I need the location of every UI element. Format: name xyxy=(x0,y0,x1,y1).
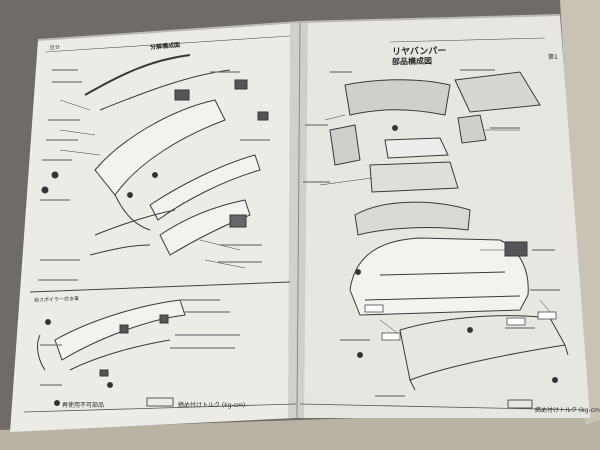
leader-line xyxy=(59,99,91,111)
right-footer-legend: 締め付けトルク (kg-cm) xyxy=(535,407,600,414)
rear-panel xyxy=(344,79,451,116)
bolt xyxy=(467,327,473,333)
right-footer-rule xyxy=(299,403,586,411)
spoiler-label-dashes xyxy=(40,299,240,386)
bolt xyxy=(552,377,558,383)
clip-part xyxy=(174,89,190,101)
bolt xyxy=(127,192,133,198)
clip-part xyxy=(257,111,269,121)
left-page-header: 区分 xyxy=(49,44,61,52)
leader-line xyxy=(204,259,246,269)
right-page-top-edge xyxy=(299,14,561,23)
left-footer-rule xyxy=(23,403,297,413)
left-page-top-edge xyxy=(37,21,301,41)
energy-absorber xyxy=(159,199,251,256)
right-page-subtitle: 部品構成図 xyxy=(391,56,433,67)
bolt xyxy=(355,269,361,275)
page-block-right xyxy=(560,0,600,425)
right-diagram xyxy=(319,71,569,391)
part-number-tags xyxy=(364,304,557,341)
bumper-reinforcement xyxy=(149,154,261,221)
lower-line xyxy=(89,244,151,256)
torque-box-legend xyxy=(507,399,533,409)
right-label-dashes xyxy=(303,69,560,397)
energy-absorber xyxy=(369,161,459,193)
bolt xyxy=(152,172,158,178)
right-page-number: 第1 xyxy=(548,54,558,61)
lower-grille-line xyxy=(94,209,176,236)
leader-line xyxy=(59,149,101,156)
section-divider xyxy=(29,281,291,293)
leader-line xyxy=(59,129,96,136)
bracket-part xyxy=(229,214,247,228)
bracket-part xyxy=(504,241,528,257)
clip-part xyxy=(234,79,248,90)
gutter-line xyxy=(296,21,301,419)
torque-box-legend xyxy=(146,397,174,407)
bolt xyxy=(357,352,363,358)
rear-panel-insert xyxy=(454,71,541,113)
bolt xyxy=(41,186,49,194)
side-bracket xyxy=(329,124,361,166)
side-bracket xyxy=(457,114,487,144)
left-header-rule xyxy=(44,35,291,53)
left-footer-legend-1: 再使用不可部品 xyxy=(62,402,105,409)
non-reusable-mark xyxy=(54,400,60,406)
trunk-mat xyxy=(354,201,471,236)
bumper-lower-edge xyxy=(114,194,151,231)
spoiler-line xyxy=(84,54,191,96)
left-footer-legend-2: 締め付けトルク (kg-cm) xyxy=(178,402,246,409)
bolt xyxy=(51,171,59,179)
left-page xyxy=(10,22,300,432)
bolt xyxy=(392,125,398,131)
reinforcement xyxy=(384,137,449,159)
car-rear-body xyxy=(349,237,529,316)
front-bumper-cover xyxy=(94,99,226,196)
page-block-bottom xyxy=(0,410,600,450)
spoiler-diagram xyxy=(37,299,186,388)
left-label-dashes xyxy=(38,69,270,281)
right-header-rule xyxy=(389,37,546,43)
